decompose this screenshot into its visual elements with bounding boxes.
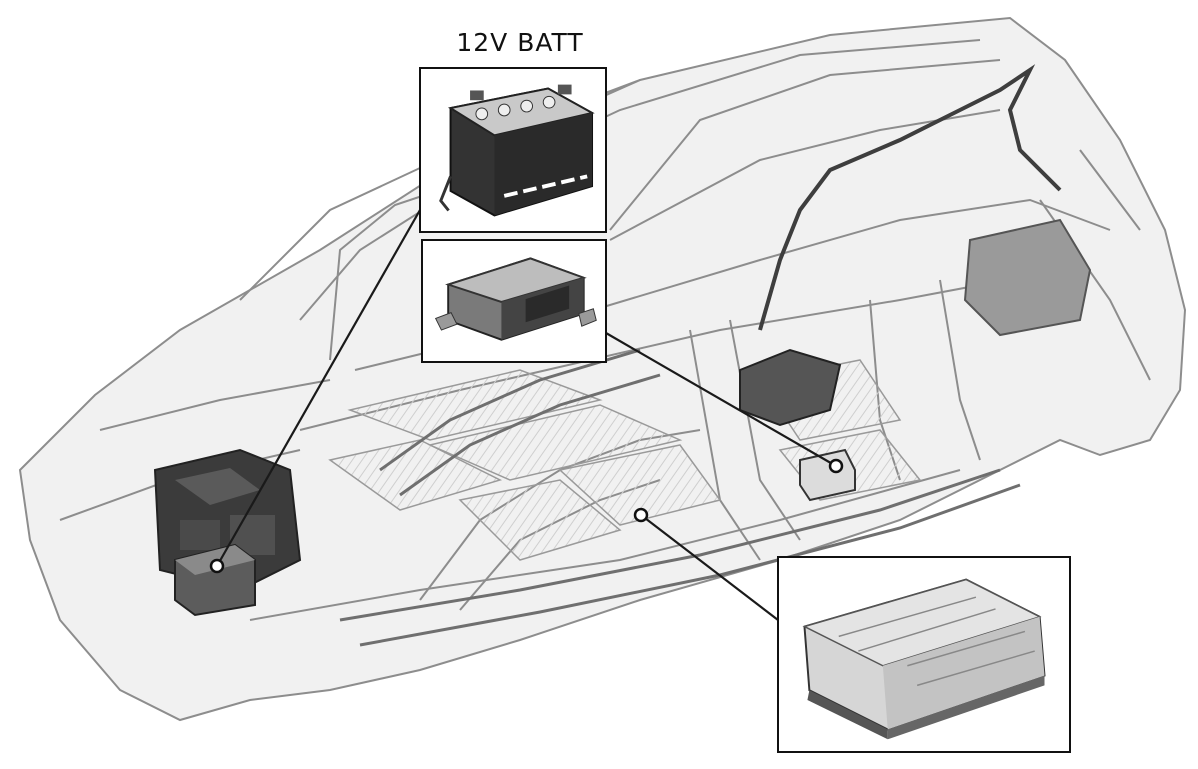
12v-battery-label: 12V BATT bbox=[456, 28, 584, 57]
marker-12v-battery bbox=[209, 558, 225, 574]
rear-junction-box bbox=[799, 448, 856, 502]
leader-line-converter bbox=[605, 332, 837, 467]
leader-line-hv-battery bbox=[640, 514, 779, 621]
12v-battery-illustration bbox=[439, 84, 595, 217]
leader-line-12v-battery bbox=[216, 209, 421, 567]
callout-hv-battery-pack bbox=[777, 556, 1071, 753]
dc-converter-illustration bbox=[434, 257, 597, 341]
marker-converter bbox=[828, 458, 844, 474]
marker-hv-battery bbox=[633, 507, 649, 523]
callout-dc-converter bbox=[421, 239, 607, 363]
hv-battery-pack-illustration bbox=[802, 578, 1046, 740]
wiring-harness bbox=[758, 64, 1062, 331]
rear-suspension-module bbox=[963, 218, 1092, 337]
leader-lines bbox=[216, 209, 837, 621]
callout-12v-battery bbox=[419, 67, 607, 233]
leader-markers bbox=[209, 458, 844, 574]
